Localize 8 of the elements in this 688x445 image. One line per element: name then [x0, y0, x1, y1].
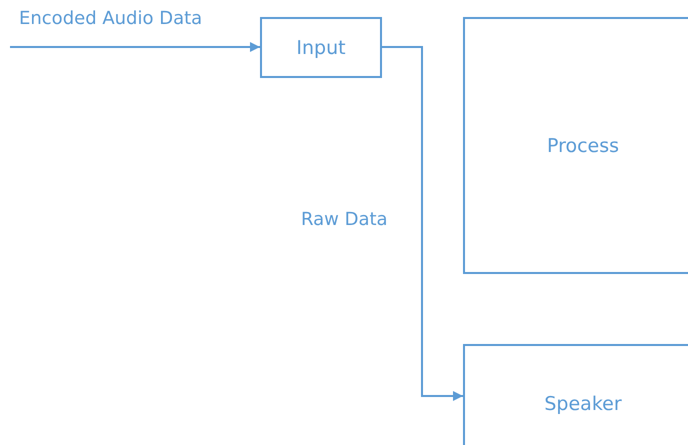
box-label: Process [546, 134, 620, 156]
box-label: Input [296, 36, 346, 58]
process-box [463, 17, 688, 274]
arrow [10, 42, 260, 52]
process-box [463, 344, 688, 445]
arrow [382, 46, 463, 401]
process-box [260, 17, 382, 78]
box-label: Speaker [544, 393, 622, 415]
